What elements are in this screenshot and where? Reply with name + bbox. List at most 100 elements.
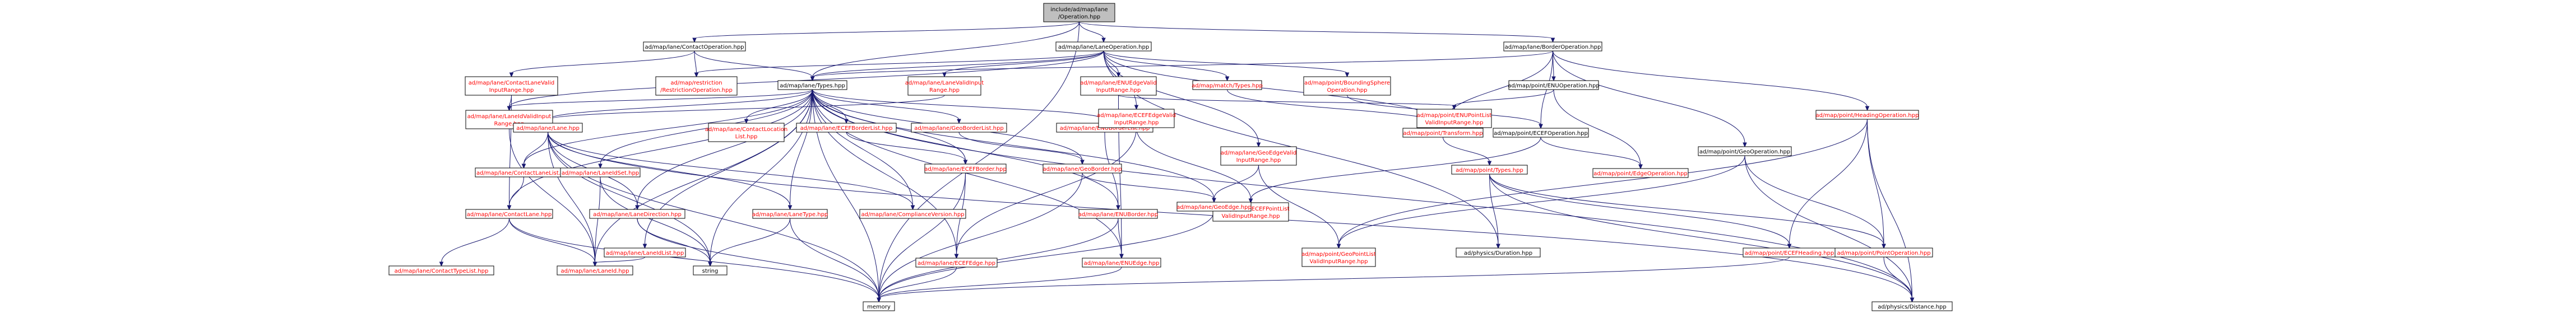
dependency-edge-lanehpp-to-compliance (548, 132, 915, 211)
node-string[interactable]: string (693, 265, 728, 275)
node-contacttypelist[interactable]: ad/map/lane/ContactTypeList.hpp (388, 265, 494, 275)
dependency-edge-geoborder-to-geoedge (1082, 172, 1216, 203)
dependency-edge-ecefedge-to-memory (877, 267, 957, 303)
node-box (1834, 247, 1933, 258)
node-box (693, 265, 728, 275)
node-enuedge[interactable]: ad/map/lane/ENUEdge.hpp (1082, 258, 1161, 268)
node-box (465, 76, 558, 96)
dependency-edge-lanetype-to-memory (790, 218, 881, 303)
node-geoborderlist[interactable]: ad/map/lane/GeoBorderList.hpp (911, 123, 1007, 133)
node-laneidset[interactable]: ad/map/lane/LaneIdSet.hpp (560, 167, 641, 177)
dependency-edge-types-to-laneidset (598, 89, 813, 169)
node-label-line: List.hpp (735, 134, 758, 140)
dependency-edge-types-to-laneidlist (642, 89, 813, 249)
node-compliance[interactable]: ad/map/lane/ComplianceVersion.hpp (859, 209, 966, 219)
dependency-edge-types-to-laneidvalid (507, 89, 813, 111)
dependency-edge-pointtypes-to-ecefheading (1489, 174, 1792, 249)
node-box (1456, 247, 1541, 258)
node-label-line: ad/map/lane/ContactTypeList.hpp (395, 268, 489, 274)
node-lanetype[interactable]: ad/map/lane/LaneType.hpp (752, 209, 828, 219)
dependency-edge-types-to-geoborderlist (812, 89, 961, 124)
node-box (655, 76, 738, 96)
node-box (1098, 109, 1175, 128)
node-matchtypes[interactable]: ad/map/match/Types.hpp (1192, 80, 1263, 90)
node-box (777, 80, 847, 90)
node-enuop[interactable]: ad/map/point/ENUOperation.hpp (1508, 80, 1600, 90)
node-restrictionop[interactable]: ad/map/restriction/RestrictionOperation.… (655, 76, 738, 96)
node-label-line: ad/map/lane/ECEFEdgeValid (1097, 113, 1176, 119)
node-box (1503, 41, 1602, 52)
node-box (1301, 247, 1376, 267)
node-types[interactable]: ad/map/lane/Types.hpp (777, 80, 847, 90)
dependency-edge-contactlane-to-contacttypelist (439, 218, 509, 267)
node-label-line: ad/map/lane/LaneDirection.hpp (593, 212, 682, 218)
node-geoedge[interactable]: ad/map/lane/GeoEdge.hpp (1176, 202, 1252, 212)
node-ecefborder[interactable]: ad/map/lane/ECEFBorder.hpp (924, 163, 1007, 174)
node-ecefedge[interactable]: ad/map/lane/ECEFEdge.hpp (915, 258, 998, 268)
node-box (589, 209, 685, 219)
node-transform[interactable]: ad/map/point/Transform.hpp (1402, 128, 1484, 138)
node-label-line: ad/map/lane/GeoBorderList.hpp (914, 125, 1003, 132)
node-edgeop[interactable]: ad/map/point/EdgeOperation.hpp (1592, 168, 1689, 178)
dependency-edge-laneop-to-types (810, 50, 1104, 82)
node-laneidlist[interactable]: ad/map/lane/LaneIdList.hpp (604, 247, 686, 258)
node-ecefborderlist[interactable]: ad/map/lane/ECEFBorderList.hpp (796, 123, 897, 133)
node-box (1043, 163, 1122, 174)
node-label-line: Operation.hpp (1327, 87, 1368, 94)
node-pointop[interactable]: ad/map/point/PointOperation.hpp (1834, 247, 1933, 258)
node-memory[interactable]: memory (863, 301, 895, 311)
node-box (465, 209, 553, 219)
dependency-edge-borderop-to-types (810, 50, 1553, 82)
node-root: include/ad/map/lane/Operation.hpp (1043, 3, 1115, 22)
node-ecefop[interactable]: ad/map/point/ECEFOperation.hpp (1493, 128, 1589, 138)
dependency-edge-enuborder-to-enuedge (1118, 218, 1124, 259)
node-lanedirection[interactable]: ad/map/lane/LaneDirection.hpp (589, 209, 685, 219)
node-label-line: ValidInputRange.hpp (1310, 259, 1368, 265)
node-label-line: ad/map/lane/ENUBorderList.hpp (1060, 125, 1150, 132)
node-box (1055, 41, 1152, 52)
dependency-edge-pointtypes-to-duration (1489, 174, 1500, 249)
node-contactlane[interactable]: ad/map/lane/ContactLane.hpp (465, 209, 553, 219)
node-contactlanelist[interactable]: ad/map/lane/ContactLaneList.hpp (475, 167, 573, 177)
node-label-line: ad/map/lane/LaneIdSet.hpp (562, 170, 639, 176)
node-borderop[interactable]: ad/map/lane/BorderOperation.hpp (1503, 41, 1602, 52)
node-box (1220, 146, 1297, 166)
node-label-line: ad/map/lane/ECEFBorderList.hpp (800, 125, 893, 132)
node-ecefheading[interactable]: ad/map/point/ECEFHeading.hpp (1743, 247, 1836, 258)
dependency-edge-root-to-contactop (692, 21, 1079, 43)
node-lanehpp[interactable]: ad/map/lane/Lane.hpp (513, 123, 583, 133)
node-label-line: ad/map/lane/ECEFEdge.hpp (918, 260, 995, 267)
dependency-edge-ecefop-to-ecefpointlistvalid (1248, 137, 1541, 204)
node-label-line: ad/map/lane/LaneIdList.hpp (606, 250, 684, 256)
node-enupointlistvalid[interactable]: ad/map/point/ENUPointListValidInputRange… (1416, 109, 1492, 128)
node-geoop[interactable]: ad/map/point/GeoOperation.hpp (1698, 146, 1792, 156)
dependency-edge-contactop-to-contactlanevalid (509, 50, 695, 78)
node-pointtypes[interactable]: ad/map/point/Types.hpp (1451, 165, 1528, 175)
node-box (1493, 128, 1589, 138)
node-distance[interactable]: ad/physics/Distance.hpp (1871, 301, 1953, 311)
node-label-line: ad/map/point/EdgeOperation.hpp (1593, 171, 1687, 177)
node-headingop[interactable]: ad/map/point/HeadingOperation.hpp (1815, 110, 1919, 120)
node-contactop[interactable]: ad/map/lane/ContactOperation.hpp (643, 41, 746, 52)
node-geopointlistvalid[interactable]: ad/map/point/GeoPointListValidInputRange… (1301, 247, 1376, 267)
dependency-edge-headingop-to-geopointlistvalid (1336, 119, 1868, 249)
node-geoborder[interactable]: ad/map/lane/GeoBorder.hpp (1043, 163, 1122, 174)
node-laneid[interactable]: ad/map/lane/LaneId.hpp (557, 265, 633, 275)
dependency-edge-laneop-to-restrictionop (694, 50, 1104, 78)
node-label-line: InputRange.hpp (1096, 87, 1141, 94)
dependency-edge-root-to-laneop (1079, 21, 1106, 43)
node-duration[interactable]: ad/physics/Duration.hpp (1456, 247, 1541, 258)
dependency-edge-ecefop-to-edgeop (1540, 137, 1643, 170)
node-enuborder[interactable]: ad/map/lane/ENUBorder.hpp (1078, 209, 1158, 219)
node-box (513, 123, 583, 133)
node-label-line: ad/map/lane/GeoBorder.hpp (1043, 166, 1122, 172)
node-laneop[interactable]: ad/map/lane/LaneOperation.hpp (1055, 41, 1152, 52)
node-contactlanevalid[interactable]: ad/map/lane/ContactLaneValidInputRange.h… (465, 76, 558, 96)
